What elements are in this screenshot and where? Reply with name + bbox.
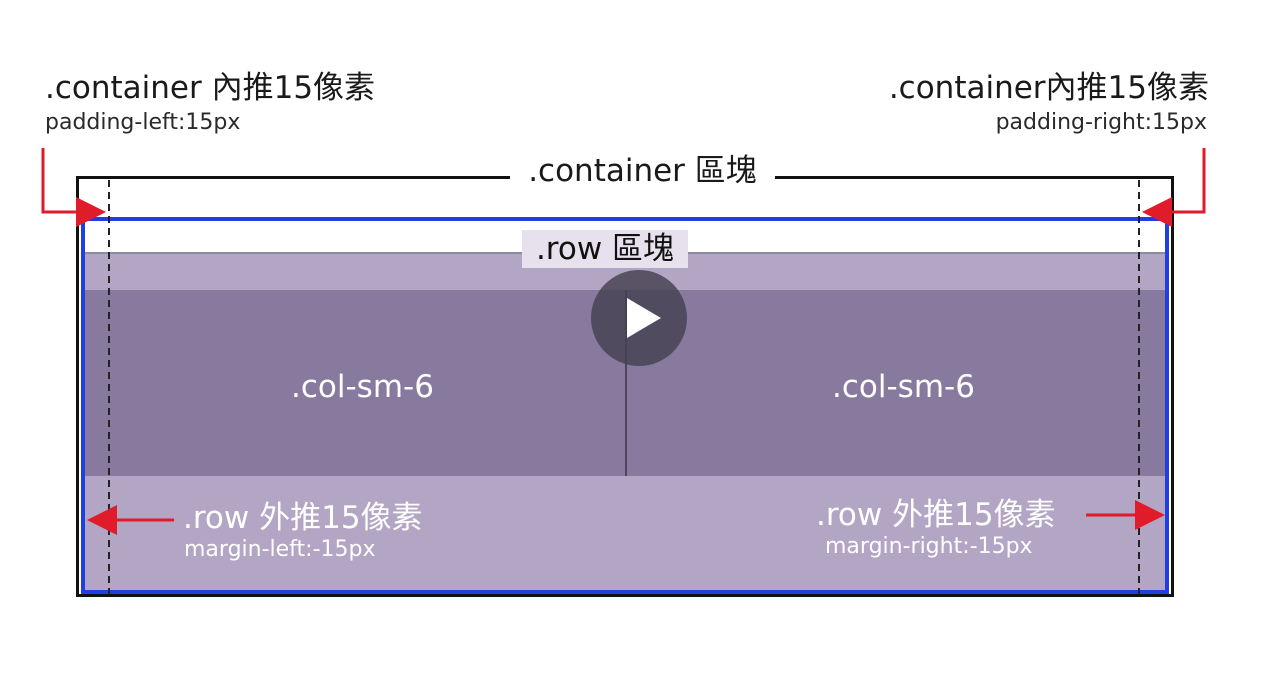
container-padding-right-subtitle: padding-right:15px xyxy=(995,110,1207,135)
row-margin-left-subtitle: margin-left:-15px xyxy=(184,537,376,562)
play-button[interactable] xyxy=(591,270,687,366)
row-margin-right-title: .row 外推15像素 xyxy=(816,497,1056,533)
column-right-label: .col-sm-6 xyxy=(832,369,975,405)
column-right xyxy=(627,290,1165,476)
container-block-label: .container 區塊 xyxy=(510,153,775,189)
column-left-label: .col-sm-6 xyxy=(291,369,434,405)
container-padding-left-subtitle: padding-left:15px xyxy=(45,110,241,135)
row-block-label: .row 區塊 xyxy=(522,230,688,268)
container-padding-right-title: .container內推15像素 xyxy=(888,70,1209,106)
column-left xyxy=(85,290,626,476)
column-divider xyxy=(625,290,627,476)
row-margin-left-title: .row 外推15像素 xyxy=(183,500,423,536)
play-icon xyxy=(627,298,661,338)
row-margin-right-subtitle: margin-right:-15px xyxy=(825,534,1033,559)
container-block-label-wrap: .container 區塊 xyxy=(0,153,1285,189)
container-padding-left-title: .container 內推15像素 xyxy=(45,70,376,106)
